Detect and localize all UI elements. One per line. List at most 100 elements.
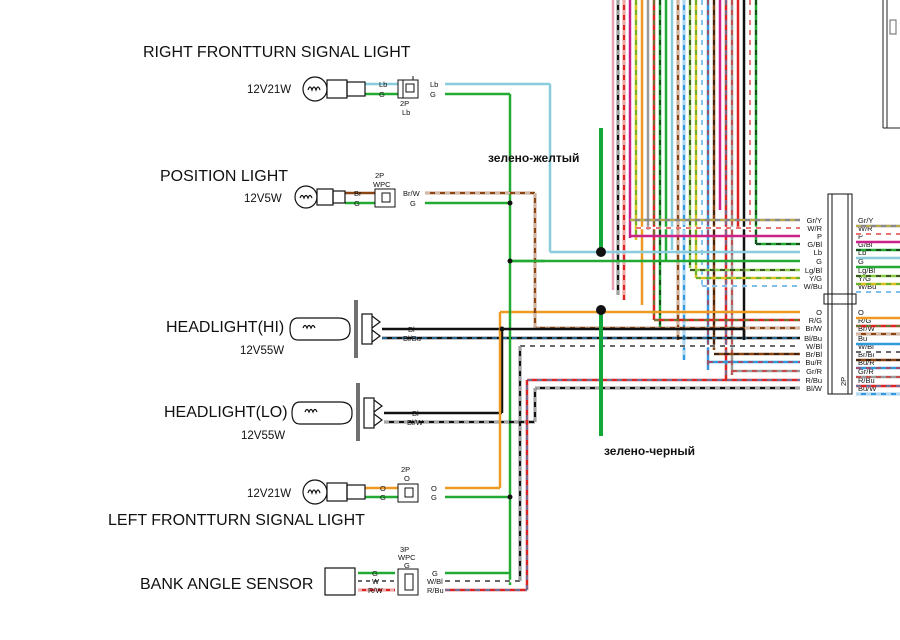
connector-pin-right: Br/W (858, 324, 876, 333)
headlight-bulb-icon (289, 300, 381, 358)
pin-label: G (379, 90, 385, 99)
component-spec: 12V21W (247, 84, 291, 96)
connector-pin-left: Y/G (809, 274, 822, 283)
connector-sub: WPC (373, 180, 391, 189)
pin-label: W (372, 577, 380, 586)
connector-icon (397, 483, 419, 503)
component-label: HEADLIGHT(LO) (164, 404, 288, 421)
connector-stubs (856, 224, 900, 396)
pin-label: Bl/W (407, 418, 424, 427)
connector-pin-left: W/Bl (806, 342, 822, 351)
pin-label: G (410, 199, 416, 208)
component-spec: 12V55W (240, 345, 284, 357)
connector-pin-right: Gr/Y (858, 216, 873, 225)
annotation-markers (596, 128, 606, 436)
connector-pin-left: G (816, 257, 822, 266)
pin-label: O (380, 484, 386, 493)
connector-pin-left: Br/W (805, 324, 823, 333)
headlight-lo: HEADLIGHT(LO) 12V55W Bl Bl/W (164, 383, 424, 442)
connector-icon (397, 568, 419, 596)
connector-pin-right: Lg/Bl (858, 266, 875, 275)
annotation-green-black: зелено-черный (604, 444, 695, 458)
connector-label: 2P (401, 465, 410, 474)
component-label: BANK ANGLE SENSOR (140, 576, 313, 593)
connector-label: 3P (400, 545, 409, 554)
connector-pin-left: Lg/Bl (805, 266, 822, 275)
position-light: POSITION LIGHT 12V5W Br G 2P WPC Br/W G (160, 168, 421, 209)
connector-pin-right: Bu (858, 334, 867, 343)
bulb-icon (302, 76, 366, 102)
connector-pin-left: Gr/R (806, 367, 822, 376)
connector-icon (397, 76, 419, 99)
connector-pin-right: O (858, 308, 864, 317)
connector-pin-left: G/Bl (807, 240, 822, 249)
pin-label: Lb (430, 80, 438, 89)
pin-label: G (354, 199, 360, 208)
component-label: RIGHT FRONTTURN SIGNAL LIGHT (143, 44, 411, 61)
pin-label: Br/W (403, 189, 421, 198)
component-wires (345, 82, 744, 592)
component-label: HEADLIGHT(HI) (166, 319, 284, 336)
pin-label: Br (354, 189, 362, 198)
pin-label: W/Bl (427, 577, 443, 586)
connector-pin-left: Bl/Bu (804, 334, 822, 343)
frame-edge (882, 0, 900, 129)
connector-pin-left: W/R (807, 224, 822, 233)
junction-dots (499, 200, 513, 500)
component-spec: 12V21W (247, 488, 291, 500)
pin-label: R/Bu (427, 586, 444, 595)
connector-sub: O (404, 474, 410, 483)
connector-pin-left: P (817, 232, 822, 241)
connector-block-icon (823, 193, 857, 395)
pin-label: Bl (408, 325, 415, 334)
connector-sub: WPC (398, 553, 416, 562)
connector-pin-right: Gr/R (858, 367, 874, 376)
connector-pin-right: W/Bu (858, 282, 876, 291)
component-spec: 12V5W (244, 193, 282, 205)
connector-pin-left: Lb (814, 248, 822, 257)
connector-pin-left: Br/Bl (806, 350, 823, 359)
connector-sub: Lb (402, 108, 410, 117)
connector-icon (374, 188, 396, 208)
connector-pin-right: P (858, 232, 863, 241)
headlight-bulb-icon (291, 383, 383, 441)
connector-pin-left: R/G (809, 316, 823, 325)
harness-bundle (611, 0, 758, 380)
pin-label: R/W (368, 586, 384, 595)
connector-pin-right: R/Bu (858, 376, 875, 385)
sensor-box-icon (324, 567, 356, 596)
connector-pin-right: Bu/W (858, 384, 877, 393)
connector-pin-right: Bu/R (858, 358, 875, 367)
pin-label: G (430, 90, 436, 99)
connector-pin-left: Bu/R (805, 358, 822, 367)
bulb-icon (302, 479, 366, 505)
annotation-green-yellow: зелено-желтый (488, 151, 579, 165)
connector-pin-right: G/Bl (858, 240, 873, 249)
connector-sub2: G (404, 561, 410, 570)
component-spec: 12V55W (241, 430, 285, 442)
connector-pin-right: Y/G (858, 274, 871, 283)
connector-label: 2P (400, 99, 409, 108)
connector-pin-left: Bl/W (806, 384, 823, 393)
component-label: POSITION LIGHT (160, 168, 288, 185)
pin-label: Bl/Bu (403, 334, 421, 343)
headlight-hi: HEADLIGHT(HI) 12V55W Bl Bl/Bu (166, 300, 421, 358)
connector-pin-right: R/G (858, 316, 872, 325)
pin-label: G (431, 493, 437, 502)
bus-lines (382, 218, 800, 390)
connector-pin-left: W/Bu (804, 282, 822, 291)
connector-pin-right: W/Bl (858, 342, 874, 351)
connector-pin-left: O (816, 308, 822, 317)
connector-pin-right: W/R (858, 224, 873, 233)
pin-label: Lb (379, 80, 387, 89)
bulb-icon (294, 185, 346, 209)
left-front-turn-signal: 12V21W LEFT FRONTTURN SIGNAL LIGHT O G 2… (108, 465, 437, 529)
pin-label: Bl (412, 409, 419, 418)
component-label: LEFT FRONTTURN SIGNAL LIGHT (108, 512, 365, 529)
bank-angle-sensor: BANK ANGLE SENSOR G W R/W 3P WPC G G W/B… (140, 545, 444, 596)
connector-pin-left: R/Bu (805, 376, 822, 385)
pin-label: G (432, 569, 438, 578)
